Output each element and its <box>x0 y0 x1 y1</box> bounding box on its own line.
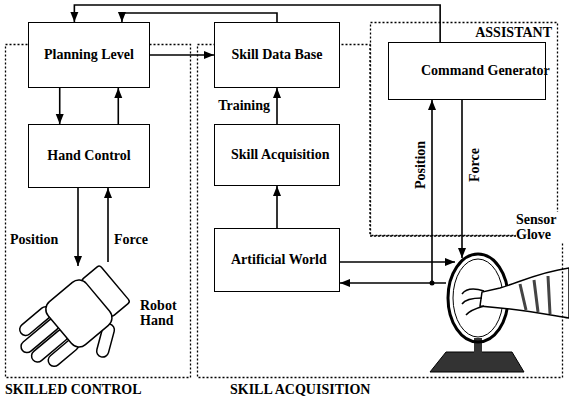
process-box: Planning Level <box>28 22 150 88</box>
position-signal-line <box>431 100 433 283</box>
process-box: Artificial World <box>214 228 340 292</box>
box-label: Hand Control <box>47 148 130 163</box>
flow-arrow <box>122 13 277 22</box>
box-label: Artificial World <box>231 252 323 267</box>
flow-arrow <box>150 54 214 56</box>
robot-hand <box>10 262 149 397</box>
annotation-label: Position <box>10 232 58 247</box>
box-label: Planning Level <box>44 47 134 62</box>
box-label: Skill Acquisition <box>231 147 323 162</box>
junction-dot <box>430 281 435 286</box>
operator-arm <box>480 268 569 318</box>
sensor-glove-device <box>430 254 569 372</box>
glove-fingers <box>462 289 484 315</box>
region-label: ASSISTANT <box>475 25 552 40</box>
process-box: Skill Data Base <box>214 22 340 88</box>
flow-arrow <box>276 186 278 228</box>
signal-label: Position <box>413 141 428 189</box>
region-border-path <box>6 45 191 378</box>
annotation-label: Robot Hand <box>140 298 190 329</box>
process-box: Skill Acquisition <box>214 124 340 186</box>
force-signal-line <box>461 100 463 258</box>
signal-label: Force <box>467 148 482 182</box>
world-to-glove-line <box>340 261 455 263</box>
flow-arrow <box>59 88 61 124</box>
region-label: SKILL ACQUISITION <box>230 382 370 397</box>
device-base <box>430 352 524 372</box>
flow-arrow <box>117 88 119 124</box>
annotation-label: Force <box>114 232 148 247</box>
glove-shading <box>520 276 550 314</box>
annotation-label: Sensor Glove <box>516 212 566 243</box>
process-box: Command Generator <box>388 42 546 100</box>
process-box: Hand Control <box>28 124 150 188</box>
region-border-path <box>371 23 558 236</box>
force-arrow <box>107 188 109 262</box>
region-label: SKILLED CONTROL <box>5 382 142 397</box>
position-arrow <box>77 188 79 266</box>
region-outline: ASSISTANT Command Generator <box>370 22 558 236</box>
box-label: Skill Data Base <box>231 47 322 62</box>
flow-arrow <box>276 88 278 124</box>
edge-label: Training <box>217 98 271 113</box>
hand-palm <box>42 276 116 351</box>
box-label: Command Generator <box>421 63 513 78</box>
